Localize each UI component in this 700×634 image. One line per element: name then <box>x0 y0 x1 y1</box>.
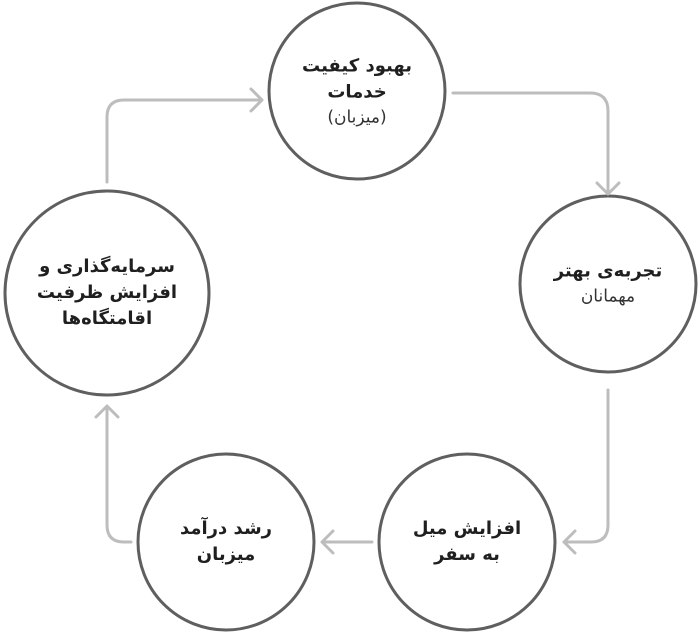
arrow-experience-to-travel <box>562 388 610 555</box>
node-title-line: اقامتگاه‌ها <box>61 308 153 330</box>
node-service: بهبود کیفیت خدمات (میزبان) <box>272 54 442 131</box>
node-circle-investment <box>3 189 211 397</box>
node-title-line: میزبان <box>196 544 256 565</box>
node-subtitle: (میزبان) <box>327 107 387 128</box>
node-title-line: به سفر <box>434 544 500 565</box>
node-circle-revenue <box>136 452 316 632</box>
node-circle-service <box>267 1 447 181</box>
arrow-service-to-experience <box>451 91 621 196</box>
node-revenue: رشد درآمد میزبان <box>141 516 311 568</box>
arrow-travel-to-revenue <box>320 529 374 555</box>
arrow-investment-to-service <box>105 87 264 184</box>
node-circle-travel <box>377 452 557 632</box>
node-experience: تجربه‌ی بهتر مهمانان <box>523 259 693 310</box>
node-title-line: بهبود کیفیت <box>302 55 412 77</box>
node-subtitle: مهمانان <box>580 286 636 307</box>
node-travel: افزایش میل به سفر <box>382 516 552 568</box>
node-title-line: افزایش میل <box>412 517 522 539</box>
node-circle-experience <box>518 194 698 374</box>
node-title-line: افزایش ظرفیت <box>36 281 178 303</box>
arrow-revenue-to-investment <box>94 404 133 544</box>
node-title-line: تجربه‌ی بهتر <box>553 260 663 282</box>
node-title-line: سرمایه‌گذاری و <box>39 255 175 277</box>
node-investment: سرمایه‌گذاری و افزایش ظرفیت اقامتگاه‌ها <box>12 254 202 332</box>
node-title-line: رشد درآمد <box>179 517 273 539</box>
node-title-line: خدمات <box>327 81 387 103</box>
